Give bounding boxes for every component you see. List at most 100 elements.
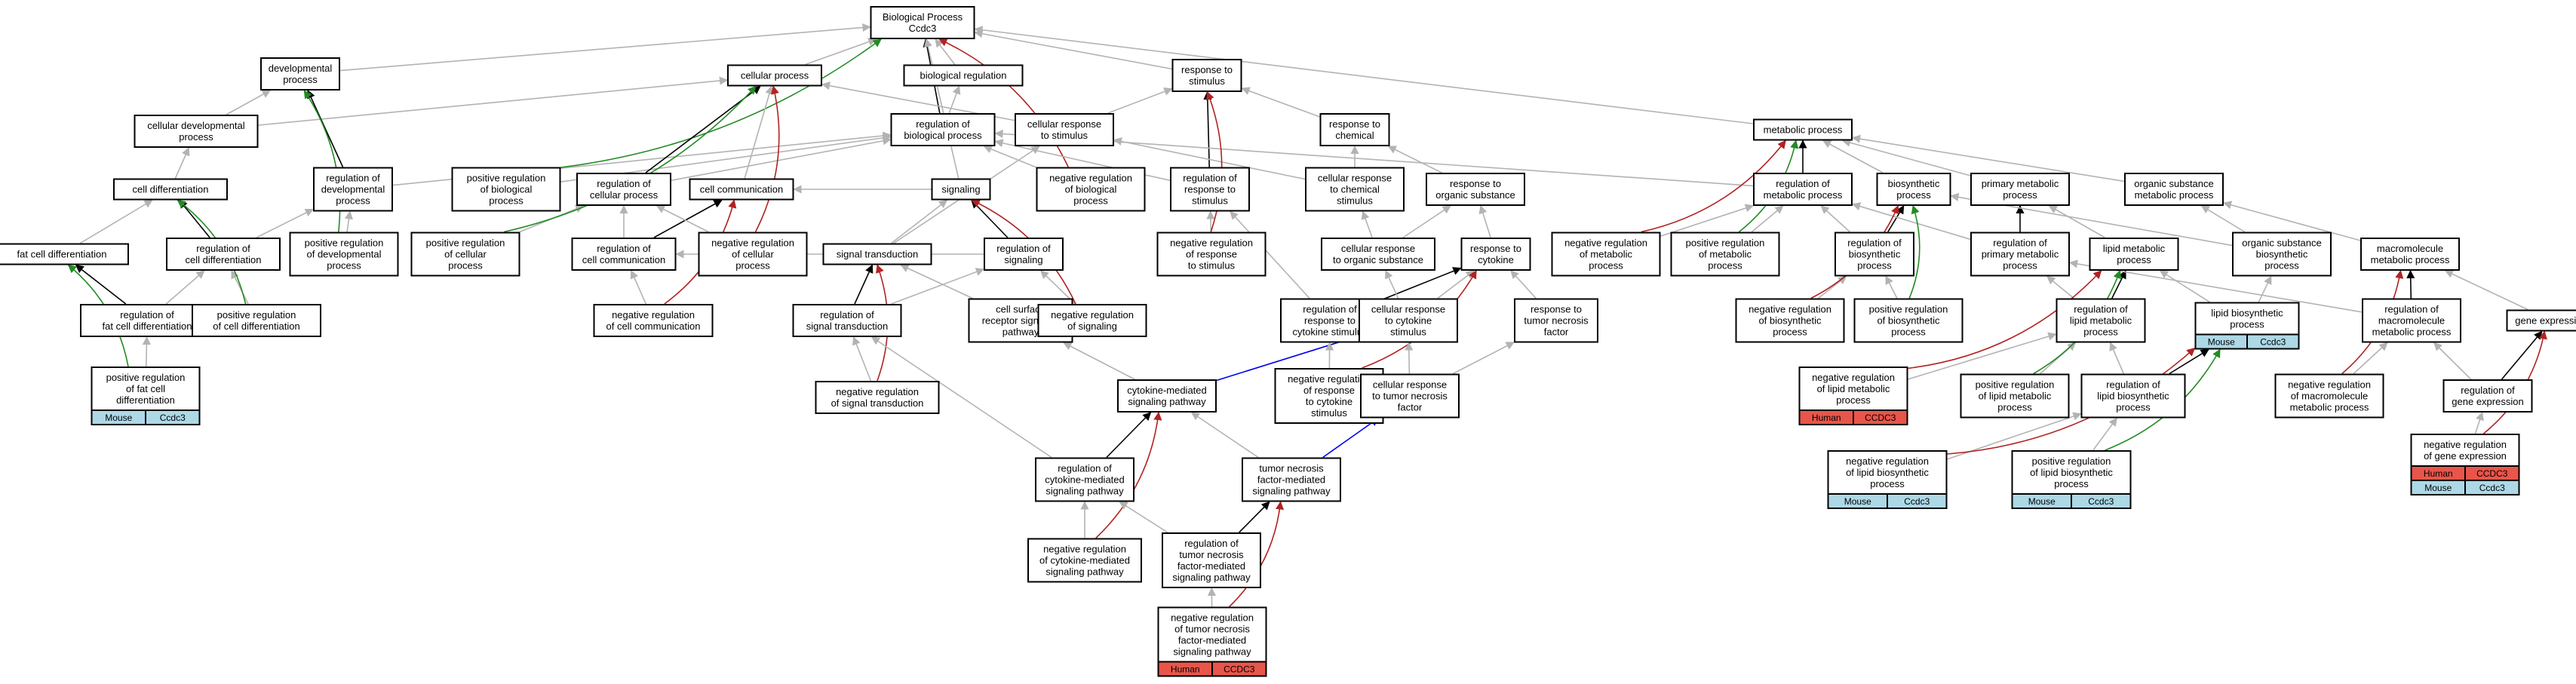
go-term-node-fatdiff[interactable]: fat cell differentiation (0, 243, 129, 265)
node-label-line: positive regulation (426, 238, 505, 249)
go-term-node-sigtrans[interactable]: signal transduction (822, 243, 932, 265)
node-label-line: cytokine-mediated (1127, 385, 1207, 396)
node-label-line: process (1896, 189, 1931, 201)
node-box (2232, 232, 2332, 277)
node-box (313, 167, 393, 212)
node-box (1359, 298, 1458, 343)
go-term-node-cellcomm[interactable]: cell communication (689, 178, 794, 201)
edge-isa-negreggeneexp-to-reggeneexp (2474, 411, 2484, 434)
node-label-line: of lipid biosynthetic (1846, 467, 1929, 478)
go-term-node-celldiff[interactable]: cell differentiation (113, 178, 228, 201)
node-label-line: regulation of (597, 243, 651, 254)
go-term-node-geneexp[interactable]: gene expression (2506, 309, 2576, 332)
node-box (451, 167, 561, 212)
node-label-line: process (1708, 260, 1742, 271)
node-label-line: of gene expression (2424, 450, 2507, 462)
go-term-node-regcytosig[interactable]: regulation ofcytokine-mediatedsignaling … (1035, 457, 1134, 502)
node-label-line: process (489, 195, 523, 207)
go-term-node-bioreg[interactable]: biological regulation (903, 64, 1024, 87)
edge-isa-celldiff-to-celldev (174, 146, 190, 179)
annotation-gene-cell (2246, 333, 2300, 350)
edge-isa-negregcellcomm-to-regcellcomm (630, 269, 647, 305)
node-label-line: of lipid metabolic (1817, 383, 1890, 394)
node-label-line: signaling pathway (1045, 566, 1124, 578)
go-term-node-met[interactable]: metabolic process (1753, 118, 1853, 141)
node-label-line: to cytokine (1306, 396, 1352, 407)
node-label-line: regulation of (326, 173, 380, 184)
node-label-line: positive regulation (1869, 304, 1948, 315)
edge-isa-cellresptnf-to-resptnf (1452, 342, 1515, 375)
node-label-line: process (1891, 327, 1926, 338)
node-label-line: gene expression (2452, 396, 2523, 407)
edge-isa-macromet-to-orgsubmet (2222, 201, 2361, 241)
go-term-node-cellproc[interactable]: cellular process (727, 64, 822, 87)
edge-isa-negregbio-to-regbio (983, 145, 1036, 168)
go-term-node-signaling[interactable]: signaling (931, 178, 991, 201)
edge-negative-negregbio-to-bp (938, 38, 1069, 167)
